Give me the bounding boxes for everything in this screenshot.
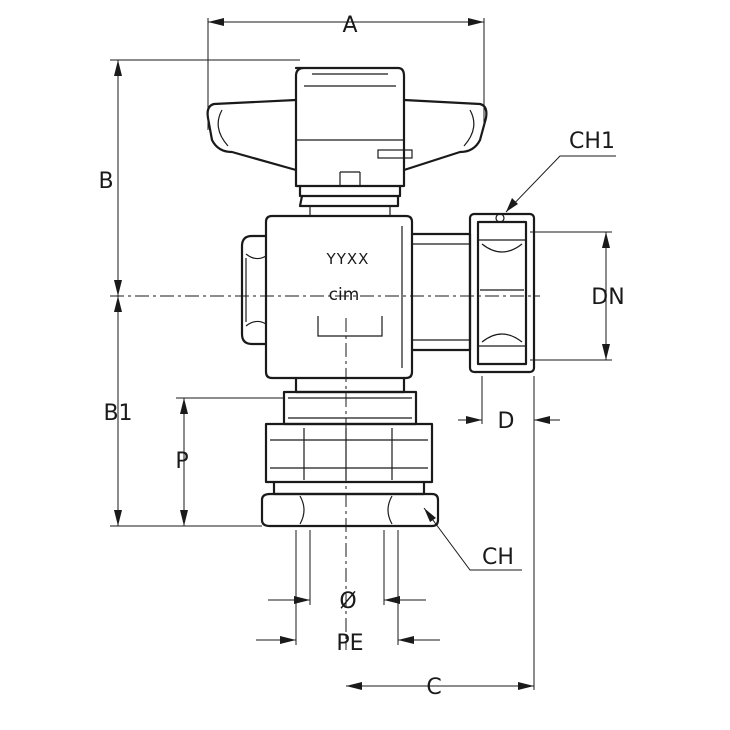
valve-body <box>264 214 414 380</box>
label-p: P <box>175 449 188 474</box>
label-pe: PE <box>336 631 363 656</box>
label-c: C <box>426 675 441 700</box>
label-ch: CH <box>482 545 514 570</box>
label-b: B <box>98 169 113 194</box>
brand-marking: cim <box>329 285 360 305</box>
centerlines <box>110 295 540 650</box>
valve-outline: YYXX cim <box>206 66 536 528</box>
label-ch1: CH1 <box>569 129 615 154</box>
body-marking: YYXX <box>326 250 370 268</box>
label-dn: DN <box>591 285 624 310</box>
butterfly-handle <box>206 66 488 217</box>
compression-fitting <box>264 422 434 496</box>
dimension-labels: A B B1 P CH1 DN D CH Ø PE C <box>98 13 624 700</box>
lower-neck <box>282 376 418 426</box>
label-diameter: Ø <box>339 589 356 614</box>
dimension-lines <box>114 18 616 690</box>
right-union-nut <box>410 212 536 374</box>
label-d: D <box>498 409 515 434</box>
label-b1: B1 <box>103 401 132 426</box>
bottom-hex-nut <box>260 492 440 528</box>
left-hex-nut <box>240 234 268 346</box>
label-a: A <box>342 13 357 38</box>
extension-lines <box>110 18 612 690</box>
